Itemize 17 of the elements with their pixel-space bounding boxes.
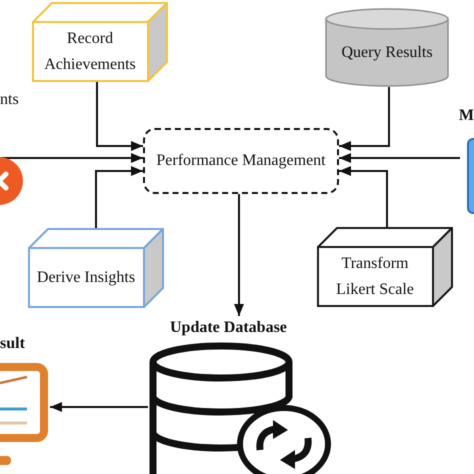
node-label: Transform Likert Scale	[335, 254, 415, 300]
node-label: Derive Insights	[36, 268, 136, 288]
node-heading: Update Database	[170, 318, 287, 338]
arrow	[339, 166, 388, 227]
arrow	[339, 153, 460, 163]
text-label: nts	[0, 90, 19, 110]
node-heading: sult	[0, 334, 25, 354]
arrow	[96, 82, 143, 151]
process-box	[143, 128, 339, 194]
node-heading: M	[458, 106, 474, 126]
node-label: Record Achievements	[43, 29, 137, 75]
arrow	[234, 194, 244, 316]
node-label: Performance Management	[156, 151, 326, 171]
arrow	[95, 166, 143, 228]
arrow	[50, 402, 148, 412]
arrow	[339, 87, 390, 151]
node-label: Query Results	[341, 43, 433, 63]
